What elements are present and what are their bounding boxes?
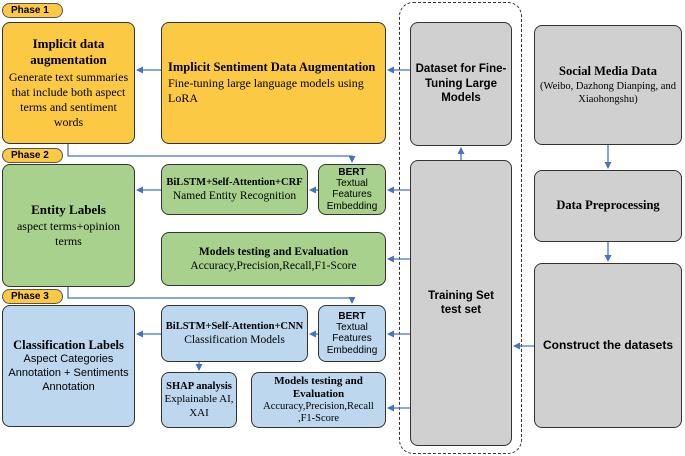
classification-evaluation-box: Models testing and Evaluation Accuracy,P… <box>251 372 386 428</box>
training-set-label: Training Set <box>428 289 494 302</box>
ner-model-title: BiLSTM+Self-Attention+CRF <box>166 176 303 188</box>
ner-evaluation-box: Models testing and Evaluation Accuracy,P… <box>161 232 386 286</box>
implicit-sentiment-augmentation-box: Implicit Sentiment Data Augmentation Fin… <box>161 22 386 144</box>
social-media-title: Social Media Data <box>559 64 657 79</box>
shap-title: SHAP analysis <box>166 380 232 392</box>
construct-datasets-label: Construct the datasets <box>542 338 674 352</box>
shap-analysis-box: SHAP analysis Explainable AI, XAI <box>161 372 237 428</box>
arrow-entity-to-bert3 <box>67 287 356 304</box>
bert-title-phase3: BERT <box>338 310 366 322</box>
arrow-implicit-to-bert2 <box>67 144 356 163</box>
phase-2-label: Phase 2 <box>2 148 63 163</box>
cls-eval-desc1: Accuracy,Precision,Recall <box>263 400 374 412</box>
bert-embedding-box-phase3: BERT Textual Features Embedding <box>318 305 386 362</box>
cls-eval-title: Models testing and Evaluation <box>274 375 363 400</box>
shap-desc: Explainable AI, XAI <box>164 392 234 419</box>
ner-model-box: BiLSTM+Self-Attention+CRF Named Entity R… <box>161 164 308 215</box>
phase-3-label: Phase 3 <box>2 289 63 304</box>
cls-eval-desc2: ,F1-Score <box>297 412 340 424</box>
classification-labels-title: Classification Labels <box>13 337 124 352</box>
implicit-aug-desc: Generate text summaries that include bot… <box>8 70 129 130</box>
social-media-data-box: Social Media Data (Weibo, Dazhong Dianpi… <box>534 25 682 145</box>
implicit-aug-title: Implicit data augmentation <box>30 35 107 67</box>
classification-labels-desc: Aspect Categories Annotation + Sentiment… <box>8 353 129 393</box>
cls-model-title: BiLSTM+Self-Attention+CNN <box>165 320 304 332</box>
dataset-dashed-container <box>399 2 522 454</box>
social-media-desc: (Weibo, Dazhong Dianping, and Xiaohongsh… <box>540 80 676 105</box>
cls-model-desc: Classification Models <box>184 333 285 346</box>
classification-model-box: BiLSTM+Self-Attention+CNN Classification… <box>161 305 308 362</box>
test-set-label: test set <box>440 304 482 316</box>
phase-1-label: Phase 1 <box>2 3 63 18</box>
bert-desc-phase2: Textual Features Embedding <box>326 177 378 212</box>
sent-aug-title: Implicit Sentiment Data Augmentation <box>168 60 376 75</box>
data-preprocessing-box: Data Preprocessing <box>534 170 682 242</box>
construct-datasets-box: Construct the datasets <box>534 263 682 428</box>
finetune-dataset-label: Dataset for Fine-Tuning Large Models <box>415 63 507 105</box>
bert-embedding-box-phase2: BERT Textual Features Embedding <box>318 164 386 215</box>
finetune-dataset-box: Dataset for Fine-Tuning Large Models <box>410 22 512 146</box>
data-preprocessing-label: Data Preprocessing <box>556 198 660 213</box>
ner-eval-desc: Accuracy,Precision,Recall,F1-Score <box>190 260 357 272</box>
entity-labels-box: Entity Labels aspect terms+opinion terms <box>2 164 135 287</box>
bert-desc-phase3: Textual Features Embedding <box>326 321 378 356</box>
ner-model-desc: Named Entity Recognition <box>172 189 297 202</box>
classification-labels-box: Classification Labels Aspect Categories … <box>2 305 135 427</box>
entity-labels-title: Entity Labels <box>31 202 106 218</box>
implicit-data-augmentation-box: Implicit data augmentation Generate text… <box>2 22 135 144</box>
entity-labels-desc: aspect terms+opinion terms <box>16 218 121 248</box>
bert-title-phase2: BERT <box>338 166 366 178</box>
training-test-set-box: Training Set test set <box>410 160 512 446</box>
sent-aug-desc: Fine-tuning large language models using … <box>168 75 364 105</box>
ner-eval-title: Models testing and Evaluation <box>198 245 349 258</box>
